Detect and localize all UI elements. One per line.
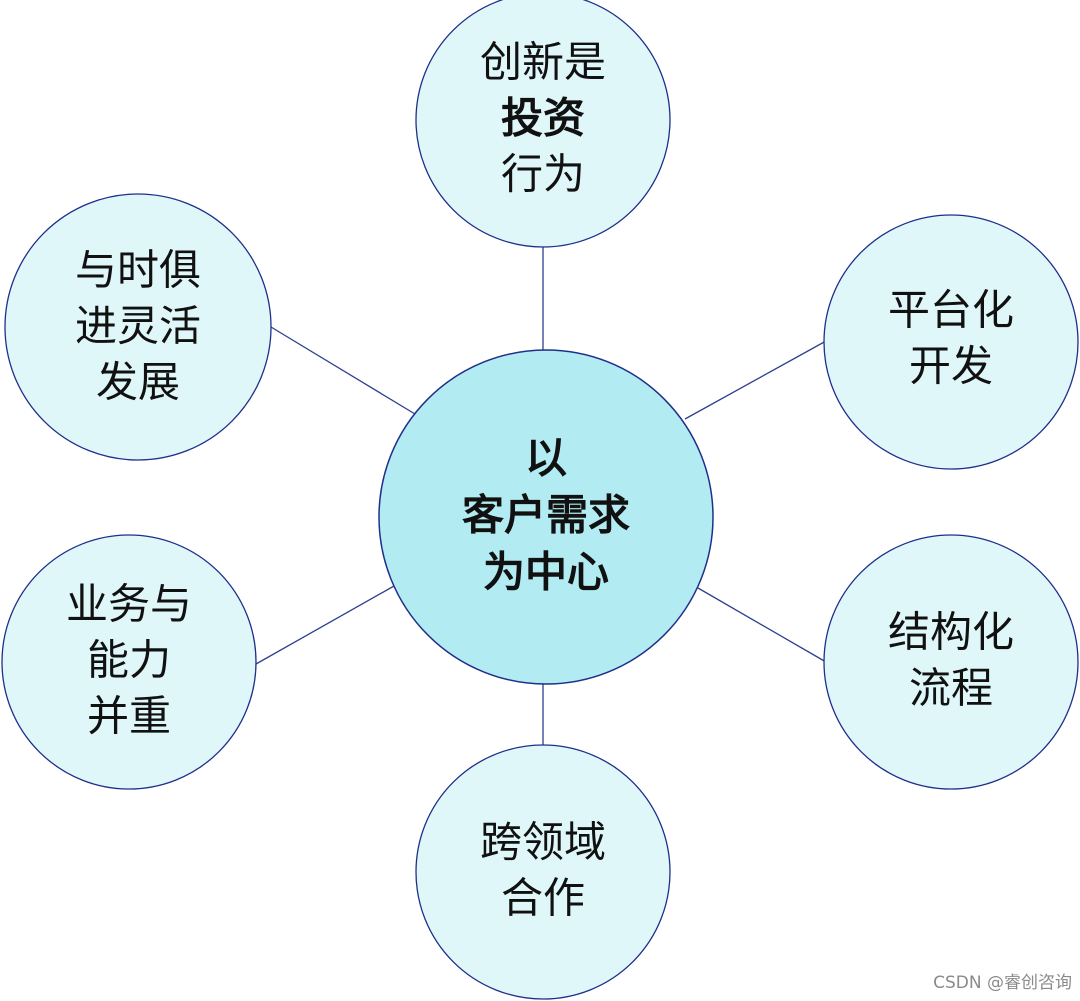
center-label-line-2: 客户需求 [462, 491, 630, 540]
node-bottom-line-2: 合作 [501, 874, 585, 923]
center-node: 以 客户需求 为中心 [378, 349, 714, 685]
node-lower-right-line-1: 结构化 [888, 608, 1014, 657]
node-bottom: 跨领域 合作 [415, 744, 671, 1000]
connector-upper-right [684, 340, 827, 420]
center-label-line-3: 为中心 [483, 548, 609, 597]
node-lower-left: 业务与 能力 并重 [1, 534, 257, 790]
node-upper-left-line-2: 进灵活 [75, 302, 201, 351]
connector-lower-left [255, 585, 395, 665]
node-upper-right-line-2: 开发 [909, 342, 993, 391]
center-circle [378, 349, 714, 685]
connector-upper-left [270, 326, 416, 415]
node-upper-right: 平台化 开发 [823, 214, 1079, 470]
node-bottom-circle [415, 744, 671, 1000]
node-top: 创新是 投资 行为 [415, 0, 671, 248]
node-top-line-3: 行为 [501, 150, 585, 199]
node-upper-left-circle [4, 193, 272, 461]
node-top-line-2: 投资 [501, 94, 585, 143]
node-lower-right-line-2: 流程 [909, 664, 993, 713]
node-upper-right-circle [823, 214, 1079, 470]
watermark-text: CSDN @睿创咨询 [933, 973, 1072, 993]
node-lower-left-line-3: 并重 [87, 692, 171, 741]
node-top-line-1: 创新是 [480, 38, 606, 87]
node-top-circle [415, 0, 671, 248]
node-upper-right-line-1: 平台化 [888, 286, 1014, 335]
node-lower-right-circle [823, 534, 1079, 790]
node-lower-left-line-2: 能力 [87, 636, 171, 685]
node-lower-right: 结构化 流程 [823, 534, 1079, 790]
node-lower-left-line-1: 业务与 [66, 580, 192, 629]
node-upper-left: 与时俱 进灵活 发展 [4, 193, 272, 461]
node-lower-left-circle [1, 534, 257, 790]
node-upper-left-line-3: 发展 [96, 358, 180, 407]
node-bottom-line-1: 跨领域 [480, 818, 606, 867]
center-label-line-1: 以 [525, 434, 567, 483]
node-upper-left-line-1: 与时俱 [75, 246, 201, 295]
connector-lower-right [697, 587, 827, 663]
